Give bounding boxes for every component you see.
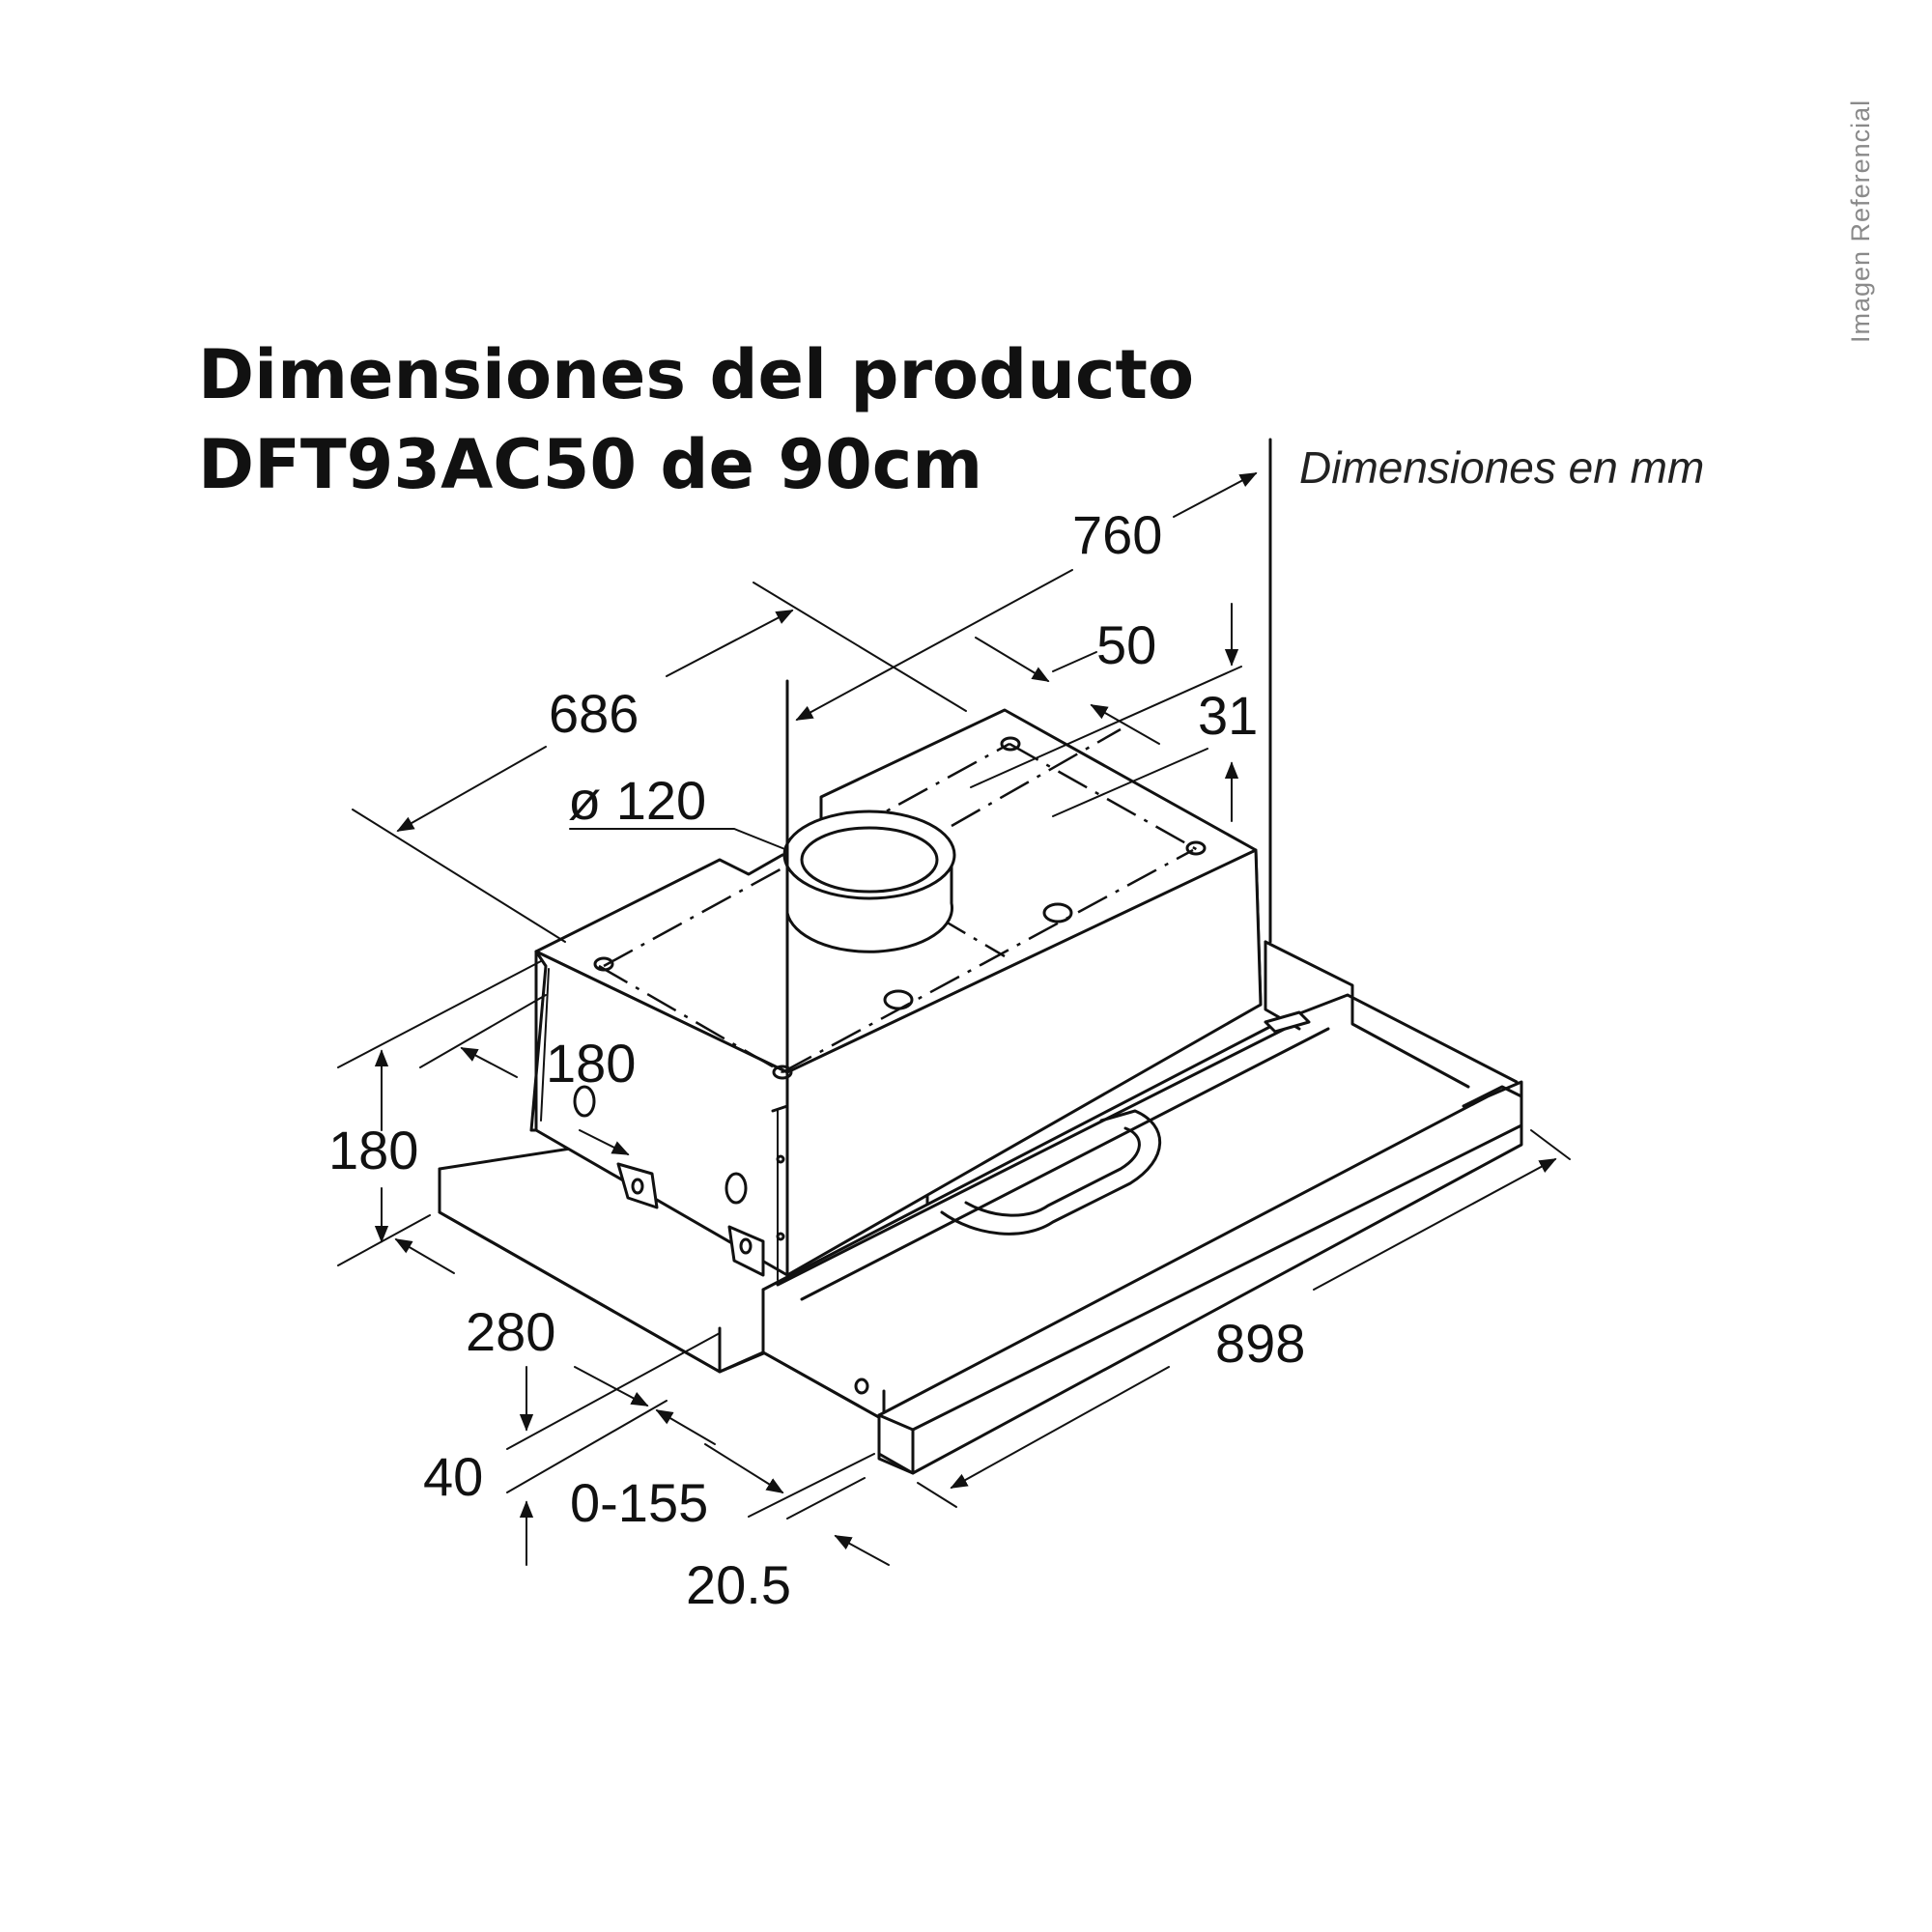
bracket-icon xyxy=(727,1225,765,1277)
dim-686-line-a xyxy=(396,746,547,832)
hole-icon xyxy=(1042,902,1073,923)
hood-drawing xyxy=(438,708,1523,1475)
dim-label-40: 40 xyxy=(423,1446,483,1507)
dim-50-arrow-b xyxy=(1090,704,1160,745)
dim-31-ext-a xyxy=(970,666,1242,788)
dim-label-180-inner: 180 xyxy=(546,1033,636,1094)
dim-0155-arrow-b xyxy=(704,1443,784,1493)
hole-icon xyxy=(772,1065,793,1080)
dim-label-180-outer: 180 xyxy=(328,1120,418,1180)
dim-31-ext-b xyxy=(1052,748,1208,817)
watermark-text: Imagen Referencial xyxy=(1846,99,1875,343)
mounting-holes xyxy=(573,736,1207,1395)
dim-label-duct: ø 120 xyxy=(568,770,706,831)
front-bar-corner xyxy=(877,1413,915,1432)
housing-tab xyxy=(771,1104,789,1113)
tray-right-step xyxy=(1264,940,1470,1089)
dim-898-ext-b xyxy=(1530,1129,1571,1160)
handle-recess-inner xyxy=(964,1126,1141,1217)
dim-180-inner-ext xyxy=(419,994,547,1068)
base-plate-edge xyxy=(438,1167,765,1374)
dim-50-arrow-a xyxy=(975,637,1050,682)
tray-inner-edge-2 xyxy=(800,1027,1330,1301)
front-bar-cap xyxy=(1462,1085,1523,1108)
dim-duct-leader xyxy=(569,828,788,851)
dim-205-arrow xyxy=(834,1535,890,1566)
exhaust-duct xyxy=(782,810,956,953)
dim-label-898: 898 xyxy=(1215,1313,1305,1374)
brackets xyxy=(616,1010,1311,1277)
dim-686-line-b xyxy=(666,610,794,677)
bracket-hole-icon xyxy=(631,1178,644,1195)
dim-label-280: 280 xyxy=(466,1301,555,1362)
dim-180-inner-b xyxy=(579,1129,630,1155)
centerline-right xyxy=(1009,742,1199,852)
bracket-icon xyxy=(1264,1010,1311,1034)
dim-label-50: 50 xyxy=(1096,614,1156,675)
hole-icon xyxy=(573,1085,596,1118)
dim-760-line-b xyxy=(1173,472,1258,518)
front-bar-edge xyxy=(877,1123,1523,1475)
bracket-hole-icon xyxy=(739,1237,753,1255)
dim-760-line-a xyxy=(795,569,1073,721)
dim-686-ext-2 xyxy=(352,809,566,943)
dim-280-arrow-b xyxy=(574,1366,649,1406)
dimension-labels: 760 686 50 31 ø 120 180 180 280 40 0-155… xyxy=(328,504,1305,1615)
dim-label-0155: 0-155 xyxy=(570,1472,708,1533)
dim-label-760: 760 xyxy=(1072,504,1162,565)
dim-898-line-a xyxy=(950,1366,1170,1489)
duct-top-ellipse xyxy=(782,810,956,900)
units-note: Dimensiones en mm xyxy=(1299,442,1704,493)
dim-label-205: 20.5 xyxy=(686,1554,791,1615)
hole-icon xyxy=(724,1172,748,1205)
dim-40-ext-a xyxy=(506,1332,721,1450)
dim-label-31: 31 xyxy=(1198,685,1258,746)
dim-898-line-b xyxy=(1313,1158,1557,1291)
hole-icon xyxy=(854,1378,869,1395)
screw-icon xyxy=(776,1232,785,1241)
dim-898-ext-a xyxy=(917,1482,957,1508)
dim-50-tick xyxy=(1052,651,1097,672)
dim-280-arrow-a xyxy=(394,1238,455,1274)
dim-40-ext-b xyxy=(506,1400,668,1493)
centerline-front xyxy=(781,848,1194,1074)
tray-inner-edge xyxy=(776,1017,1306,1287)
centerline-duct-axis-2 xyxy=(951,727,1122,828)
duct-inner-ellipse xyxy=(800,826,939,894)
dim-205-ext xyxy=(786,1477,866,1520)
dim-0155-ext xyxy=(748,1453,875,1518)
screw-icon xyxy=(776,1154,785,1164)
tray-left-edge xyxy=(761,1288,886,1422)
hole-icon xyxy=(1000,736,1021,752)
dim-0155-arrow-a xyxy=(655,1409,716,1445)
title-line-1: Dimensiones del producto xyxy=(198,335,1194,414)
hole-icon xyxy=(593,956,614,972)
hole-icon xyxy=(883,989,914,1010)
dim-686-ext xyxy=(753,582,967,712)
centerline-left xyxy=(598,964,783,1074)
dim-180-inner-a xyxy=(460,1047,518,1078)
handle-recess-outer xyxy=(940,1109,1162,1236)
housing-left-skirt-inner xyxy=(540,968,550,1122)
dim-label-686: 686 xyxy=(549,683,639,744)
dim-180-ext-bottom xyxy=(337,1214,431,1266)
bracket-icon xyxy=(616,1162,659,1209)
housing-left-skirt xyxy=(529,950,548,1132)
hole-icon xyxy=(1185,840,1207,856)
title-line-2: DFT93AC50 de 90cm xyxy=(198,425,982,504)
dim-180-ext-top xyxy=(337,960,542,1068)
dimension-lines xyxy=(337,438,1571,1566)
